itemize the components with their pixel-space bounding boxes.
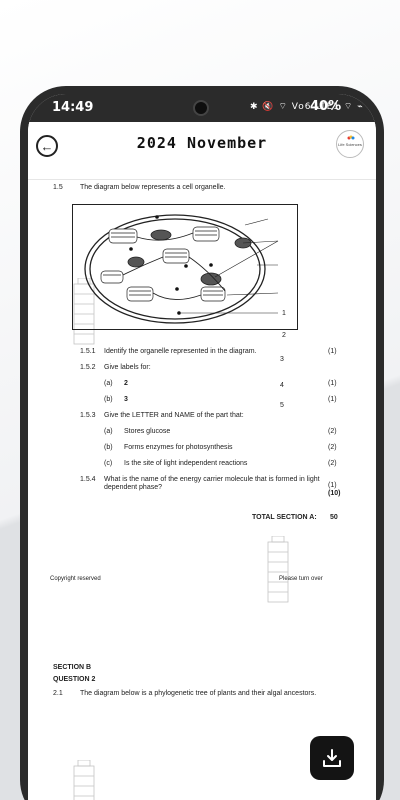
footer-turn-over: Please turn over: [279, 576, 323, 582]
subq-number: 1.5.4: [80, 476, 96, 483]
subq-mark: (2): [328, 444, 337, 451]
subq-text: Give the LETTER and NAME of the part tha…: [104, 412, 244, 419]
watermark-tower-icon: [73, 760, 95, 800]
chloroplast-illustration: [84, 214, 279, 324]
section-total-value: 50: [330, 514, 338, 521]
section-total-label: TOTAL SECTION A:: [252, 514, 317, 521]
watermark-tower-icon: [73, 278, 95, 345]
subq-text: Is the site of light independent reactio…: [124, 460, 248, 467]
subq-text: Forms enzymes for photosynthesis: [124, 444, 233, 451]
chloroplast-diagram: [72, 204, 298, 330]
diagram-label-2: 2: [282, 332, 286, 339]
footer-copyright: Copyright reserved: [50, 576, 101, 582]
arrow-left-icon: ←: [40, 138, 54, 154]
app-bar: ← 2024 November Life Sciences: [28, 122, 376, 180]
subq-text: Identify the organelle represented in th…: [104, 348, 257, 355]
section-heading: SECTION B: [53, 664, 92, 671]
status-bar: 14:49 ✱ 🔇 ⌔ Vo6 LTE1 ⌔ ⌁ 40%: [28, 94, 376, 122]
logo-text: Life Sciences: [338, 142, 362, 147]
subq-number: (c): [104, 460, 113, 467]
subq-text: 2: [124, 380, 128, 387]
subq-number: 1.5.2: [80, 364, 96, 371]
back-button[interactable]: ←: [36, 135, 58, 157]
subq-text-cont: dependent phase?: [104, 484, 162, 491]
question-heading: QUESTION 2: [53, 676, 96, 683]
question-number: 2.1: [53, 690, 63, 697]
question-number: 1.5: [53, 184, 63, 191]
question-text: The diagram below is a phylogenetic tree…: [80, 690, 317, 697]
subq-mark: (2): [328, 428, 337, 435]
watermark-tower-icon: [267, 536, 289, 603]
battery-level: 40%: [310, 99, 342, 114]
subq-mark: (2): [328, 460, 337, 467]
subq-mark: (1): [328, 348, 337, 355]
diagram-label-1: 1: [282, 310, 286, 317]
subq-mark: (1): [328, 396, 337, 403]
diagram-label-4: 4: [280, 382, 284, 389]
logo-mark-icon: [347, 135, 355, 140]
subq-number: (b): [104, 444, 113, 451]
status-icons: ✱ 🔇 ⌔ Vo6 LTE1 ⌔ ⌁: [250, 102, 364, 112]
subq-number: (a): [104, 380, 113, 387]
camera-hole: [193, 100, 209, 116]
page-title: 2024 November: [136, 134, 268, 152]
diagram-label-3: 3: [280, 356, 284, 363]
subq-text: Stores glucose: [124, 428, 171, 435]
status-time: 14:49: [52, 100, 94, 115]
subq-mark: (1): [328, 482, 337, 489]
subq-text: What is the name of the energy carrier m…: [104, 476, 320, 483]
subq-number: 1.5.3: [80, 412, 96, 419]
subq-number: 1.5.1: [80, 348, 96, 355]
download-icon: [323, 749, 341, 767]
diagram-label-5: 5: [280, 402, 284, 409]
phone-screen: 14:49 ✱ 🔇 ⌔ Vo6 LTE1 ⌔ ⌁ 40% ← 2024 Nove…: [28, 94, 376, 800]
subq-number: (a): [104, 428, 113, 435]
question-stem: The diagram below represents a cell orga…: [80, 184, 226, 191]
subq-mark: (1): [328, 380, 337, 387]
subq-text: 3: [124, 396, 128, 403]
subq-text: Give labels for:: [104, 364, 151, 371]
subq-total: (10): [328, 490, 341, 497]
document-page[interactable]: 1.5 The diagram below represents a cell …: [28, 180, 376, 800]
app-logo: Life Sciences: [336, 130, 364, 158]
subq-number: (b): [104, 396, 113, 403]
download-button[interactable]: [310, 736, 354, 780]
